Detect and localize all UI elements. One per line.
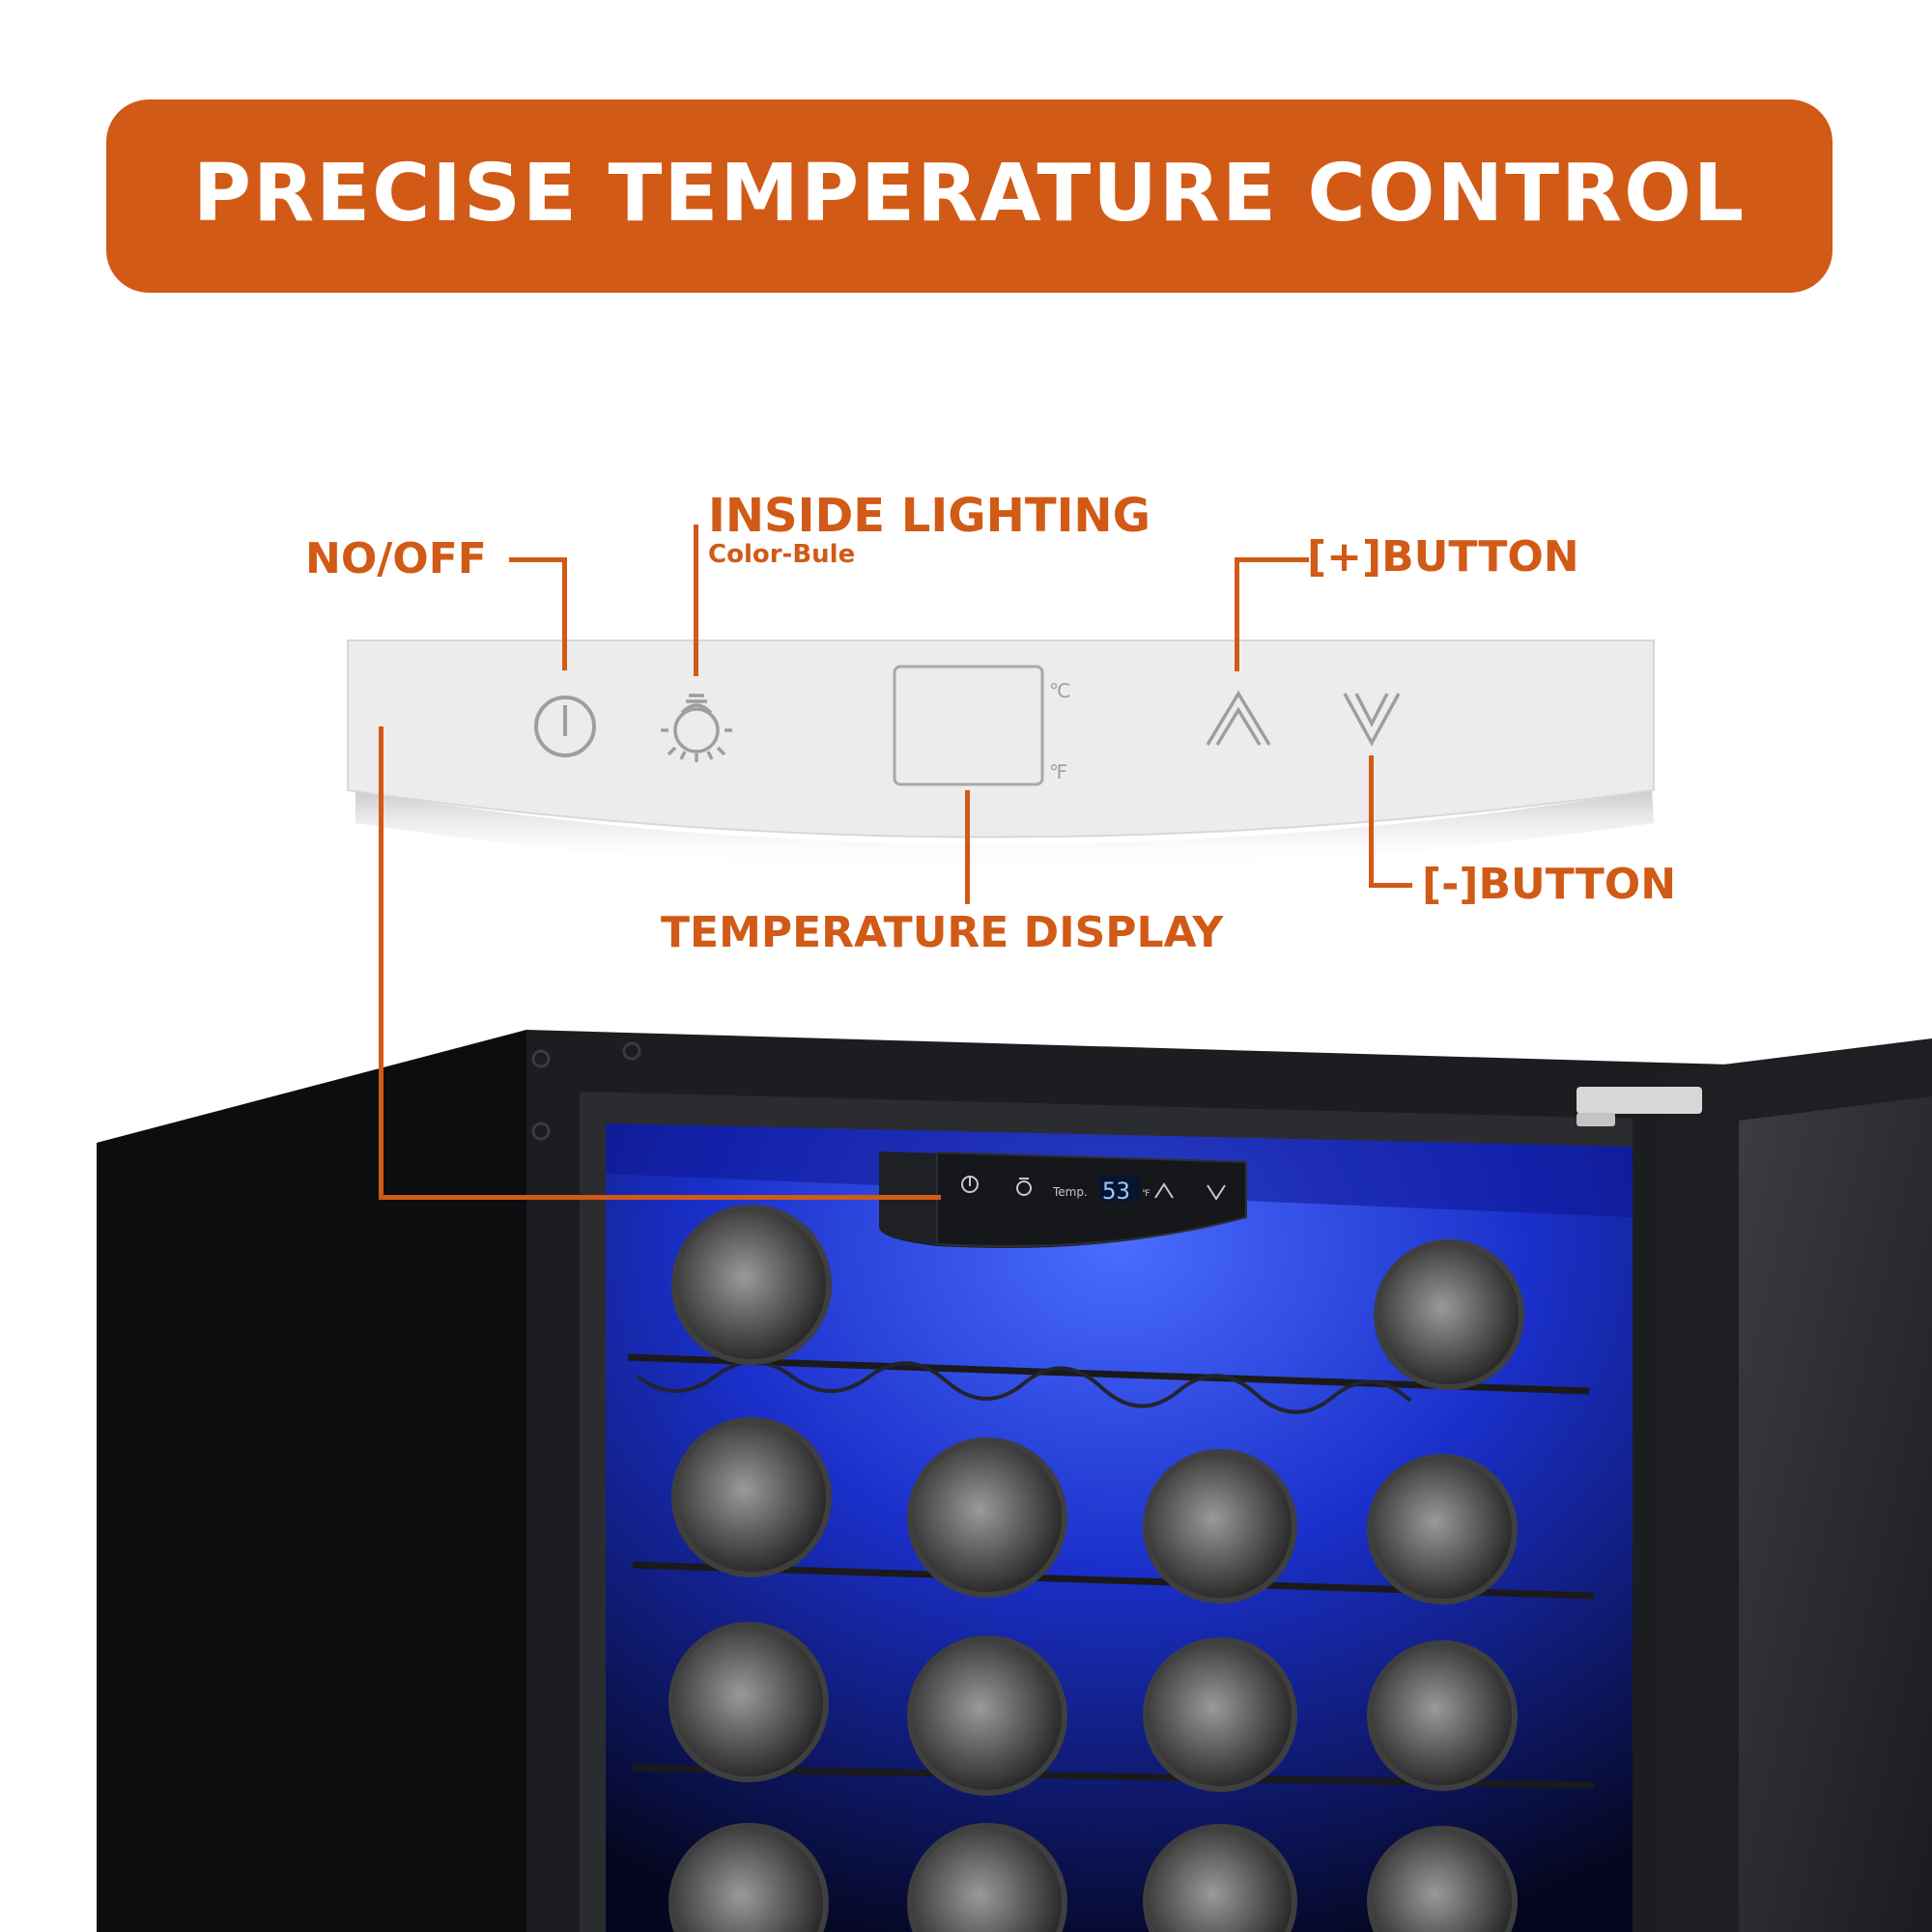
lighting-sub-callout: Color-Bule <box>708 540 856 569</box>
display-window <box>893 665 1044 786</box>
panel-leader-h <box>379 1195 941 1200</box>
plus-leader-v <box>1235 557 1239 671</box>
power-leader-h <box>509 557 567 562</box>
title-banner: PRECISE TEMPERATURE CONTROL <box>106 99 1833 293</box>
fridge-down-icon <box>1207 1184 1226 1201</box>
fridge-control-panel: Temp. 53 ℉ <box>879 1151 1247 1248</box>
fridge-power-icon <box>961 1176 979 1193</box>
plus-callout: [+]BUTTON <box>1307 532 1579 582</box>
fridge-temp-value: 53 <box>1102 1178 1130 1205</box>
wine-bottles <box>668 1205 1524 1932</box>
lighting-callout: INSIDE LIGHTING <box>708 489 1151 543</box>
celsius-symbol: ℃ <box>1049 679 1070 702</box>
up-chevron-icon <box>1206 690 1271 746</box>
display-leader-v <box>965 790 970 904</box>
power-callout: NO/OFF <box>305 534 487 583</box>
lighting-leader-v <box>694 525 698 676</box>
magnified-control-panel: ℃ ℉ <box>347 639 1655 870</box>
bulb-icon <box>661 694 732 762</box>
fridge-temp-label: Temp. <box>1052 1185 1088 1199</box>
fridge-bulb-icon <box>1016 1178 1032 1196</box>
panel-leader-v <box>379 726 384 1200</box>
display-callout: TEMPERATURE DISPLAY <box>661 908 1224 957</box>
minus-callout: [-]BUTTON <box>1422 860 1677 909</box>
plus-leader-h <box>1235 557 1309 562</box>
minus-leader-h <box>1369 883 1412 888</box>
power-icon <box>534 696 596 757</box>
power-leader-v <box>562 557 567 670</box>
fridge-temp-unit: ℉ <box>1142 1189 1151 1199</box>
wine-fridge: Temp. 53 ℉ <box>97 1030 1932 1932</box>
fridge-up-icon <box>1154 1182 1174 1199</box>
banner-title: PRECISE TEMPERATURE CONTROL <box>192 148 1747 240</box>
minus-leader-v <box>1369 755 1374 888</box>
shelf-wave <box>636 1360 1412 1414</box>
down-chevron-icon <box>1343 693 1401 747</box>
fahrenheit-symbol: ℉ <box>1049 760 1067 783</box>
